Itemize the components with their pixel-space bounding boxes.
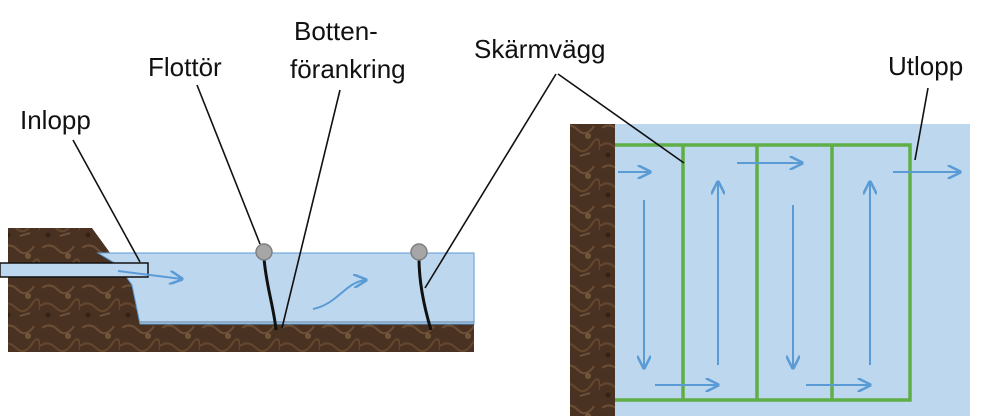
label-outlet: Utlopp [888,51,963,81]
leader-bottom-anchor [281,89,341,329]
inlet-pipe [0,262,149,278]
flow-arrow-curved [312,280,366,310]
plan-view [570,124,970,416]
label-bottom-anchor-2: förankring [290,54,406,84]
cross-section-view [0,228,475,352]
flow-arrow-inlet [117,270,182,279]
leader-baffle-left [424,73,557,289]
float-ball-2 [410,243,428,261]
leader-outlet [914,87,929,161]
soil-wall-plan [570,124,615,416]
soil-bank [8,228,474,352]
curtain-line-2 [417,257,433,331]
baffle-outline [615,143,912,402]
leader-float [196,84,261,245]
label-baffle-wall: Skärmvägg [474,34,606,64]
label-float: Flottör [148,52,222,82]
curtain-line-1 [262,257,278,331]
label-bottom-anchor-1: Botten- [294,16,378,46]
label-inlet: Inlopp [20,105,91,135]
leader-lines [72,73,929,329]
leader-baffle-right [557,73,685,164]
leader-inlet [72,139,141,263]
float-ball-1 [255,243,273,261]
